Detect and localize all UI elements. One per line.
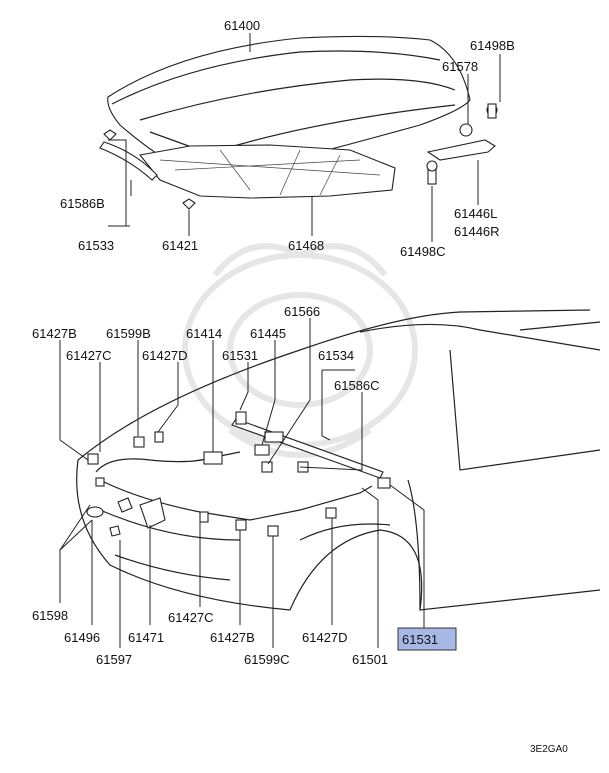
highlight-box (397, 627, 457, 651)
label-seal-rear[interactable]: 61534 (318, 348, 354, 363)
label-prop-holder[interactable]: 61445 (250, 326, 286, 341)
hood-hinge (426, 103, 498, 185)
label-insulator[interactable]: 61468 (288, 238, 324, 253)
label-lock-bracket[interactable]: 61471 (128, 630, 164, 645)
label-grommet-b[interactable]: 61599B (106, 326, 151, 341)
label-hinge-l[interactable]: 61446L (454, 206, 497, 221)
label-seal-assy[interactable]: 61533 (78, 238, 114, 253)
release-cable-path (95, 451, 373, 521)
leader-lines (59, 33, 501, 648)
hood-stay-rod (231, 418, 384, 479)
label-hood-bolt[interactable]: 61498B (470, 38, 515, 53)
label-lock-assy[interactable]: 61496 (64, 630, 100, 645)
hood-insulator (138, 144, 396, 199)
label-cable-main[interactable]: 61414 (186, 326, 222, 341)
clamps (87, 411, 391, 537)
part-labels: 61400 61498B 61578 61446L 61446R 61498C … (32, 18, 568, 755)
label-clamp-d[interactable]: 61427D (142, 348, 188, 363)
label-lock-lever[interactable]: 61531 (222, 348, 258, 363)
label-hinge-r[interactable]: 61446R (454, 224, 500, 239)
diagram-code: 3E2GA0 (530, 744, 568, 755)
label-clamp-b[interactable]: 61427B (32, 326, 77, 341)
label-hood[interactable]: 61400 (224, 18, 260, 33)
label-grommet-c[interactable]: 61599C (244, 652, 290, 667)
label-clamp-d2[interactable]: 61427D (302, 630, 348, 645)
label-hood-clip[interactable]: 61421 (162, 238, 198, 253)
label-clamp-c[interactable]: 61427C (66, 348, 112, 363)
hood-lock-assy (86, 497, 166, 537)
label-stay-rod[interactable]: 61566 (284, 304, 320, 319)
hood-clip (103, 129, 196, 210)
label-seal-c[interactable]: 61586C (334, 378, 380, 393)
car-body-outline (76, 309, 601, 611)
label-seal-front[interactable]: 61586B (60, 196, 105, 211)
label-screw[interactable]: 61597 (96, 652, 132, 667)
label-lock-lever-highlighted[interactable]: 61531 (402, 632, 438, 647)
hood-seal-front (99, 141, 158, 181)
label-hinge-bolt[interactable]: 61498C (400, 244, 446, 259)
hood-panel (107, 35, 471, 179)
label-hood-nut[interactable]: 61578 (442, 59, 478, 74)
label-striker[interactable]: 61598 (32, 608, 68, 623)
label-clamp-b2[interactable]: 61427B (210, 630, 255, 645)
label-clamp-c2[interactable]: 61427C (168, 610, 214, 625)
label-release-cable[interactable]: 61501 (352, 652, 388, 667)
